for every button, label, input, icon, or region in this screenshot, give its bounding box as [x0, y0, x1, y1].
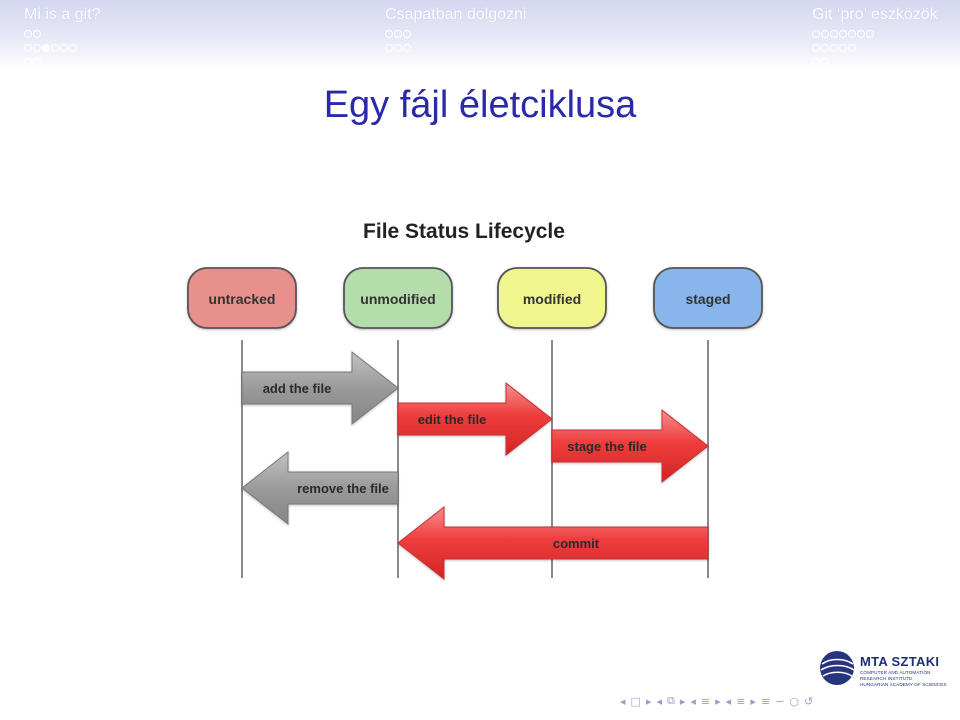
transition-label: remove the file	[297, 481, 389, 496]
progress-dot[interactable]	[24, 30, 32, 38]
progress-dot[interactable]	[403, 30, 411, 38]
logo-line-1: COMPUTER AND AUTOMATION	[860, 670, 931, 675]
state-label: staged	[685, 291, 730, 307]
nav-symbol-icon[interactable]: ◂	[656, 694, 662, 708]
progress-dot[interactable]	[848, 30, 856, 38]
transitions: add the file edit the file stage the file r…	[241, 350, 709, 581]
nav-symbol-icon[interactable]: ○	[789, 694, 799, 708]
nav-section-mi-is-a-git[interactable]: Mi is a git?	[24, 6, 101, 23]
nav-symbol-icon[interactable]: ⧉	[667, 694, 675, 707]
progress-dot[interactable]	[24, 58, 32, 66]
nav-symbol-icon[interactable]: □	[630, 694, 641, 708]
progress-dot[interactable]	[821, 30, 829, 38]
state-box	[497, 267, 607, 329]
progress-dot[interactable]	[821, 58, 829, 66]
nav-symbol-icon[interactable]: ◂	[620, 694, 626, 708]
progress-dot[interactable]	[839, 30, 847, 38]
slide-title: Egy fájl életciklusa	[323, 84, 637, 126]
progress-dot[interactable]	[60, 44, 68, 52]
nav-symbol-icon[interactable]: ≡	[700, 694, 711, 708]
progress-dot[interactable]	[69, 44, 77, 52]
state-box	[343, 267, 453, 329]
transition-arrow	[551, 408, 709, 484]
mta-sztaki-logo: MTA SZTAKI COMPUTER AND AUTOMATION RESEA…	[818, 648, 958, 692]
progress-dot[interactable]	[812, 30, 820, 38]
sztaki-globe-icon	[820, 651, 855, 685]
progress-dot-row	[24, 58, 41, 66]
transition-label: edit the file	[418, 412, 487, 427]
progress-dot[interactable]	[403, 44, 411, 52]
progress-dot[interactable]	[33, 30, 41, 38]
progress-dot[interactable]	[848, 44, 856, 52]
transition-label: commit	[553, 536, 600, 551]
nav-symbol-icon[interactable]: ▸	[715, 694, 721, 708]
nav-symbol-icon[interactable]: ↺	[804, 694, 814, 708]
logo-line-3: HUNGARIAN ACADEMY OF SCIENCES	[860, 682, 947, 687]
progress-dot-row	[24, 30, 41, 38]
progress-dot[interactable]	[42, 44, 50, 52]
progress-dot[interactable]	[812, 44, 820, 52]
progress-dot[interactable]	[33, 44, 41, 52]
progress-dot-row	[385, 44, 411, 52]
progress-dot[interactable]	[51, 44, 59, 52]
progress-dot[interactable]	[385, 30, 393, 38]
state-label: modified	[523, 291, 581, 307]
nav-symbol-icon[interactable]: ▸	[679, 694, 686, 708]
progress-dot-row	[812, 30, 874, 38]
logo-name: MTA SZTAKI	[860, 654, 940, 669]
nav-symbol-icon[interactable]: ▸	[750, 694, 756, 708]
beamer-navigation-symbols[interactable]: ◂ □ ▸ ◂ ⧉ ▸ ◂ ≡ ▸ ◂ ≡ ▸ ≡ ∽ ○ ↺	[620, 694, 813, 708]
diagram-title: File Status Lifecycle	[363, 220, 565, 243]
progress-dot[interactable]	[821, 44, 829, 52]
transition-arrow	[241, 350, 399, 426]
nav-symbol-icon[interactable]: ◂	[725, 694, 732, 708]
state-label: untracked	[209, 291, 276, 307]
headline-bar: Mi is a git? Csapatban dolgozni Git ‘pro…	[0, 0, 960, 70]
progress-dot[interactable]	[857, 30, 865, 38]
nav-symbol-icon[interactable]: ◂	[690, 694, 696, 708]
nav-symbol-icon[interactable]: ∽	[775, 694, 785, 708]
transition-label: stage the file	[567, 439, 646, 454]
nav-symbol-icon[interactable]: ≡	[736, 694, 746, 708]
progress-dot[interactable]	[33, 58, 41, 66]
progress-dot[interactable]	[394, 44, 402, 52]
state-box	[187, 267, 297, 329]
state-label: unmodified	[360, 291, 435, 307]
progress-dot[interactable]	[385, 44, 393, 52]
progress-dot[interactable]	[830, 44, 838, 52]
progress-dot[interactable]	[866, 30, 874, 38]
transition-arrow	[241, 450, 399, 526]
transition-arrow	[397, 505, 709, 581]
transition-arrow	[397, 381, 553, 457]
transition-label: add the file	[263, 381, 332, 396]
progress-dot[interactable]	[24, 44, 32, 52]
progress-dot-row	[385, 30, 411, 38]
progress-dot[interactable]	[394, 30, 402, 38]
state-box	[653, 267, 763, 329]
nav-symbol-icon[interactable]: ▸	[645, 694, 652, 708]
progress-dot-row	[812, 44, 856, 52]
progress-dot[interactable]	[830, 30, 838, 38]
nav-symbol-icon[interactable]: ≡	[760, 694, 771, 708]
progress-dot-row	[24, 44, 77, 52]
states: untracked unmodified modified staged	[187, 267, 763, 329]
progress-dot[interactable]	[839, 44, 847, 52]
logo-line-2: RESEARCH INSTITUTE	[860, 676, 913, 681]
progress-dot-row	[812, 58, 829, 66]
nav-section-csapatban-dolgozni[interactable]: Csapatban dolgozni	[385, 6, 527, 23]
nav-section-git-pro-eszkozok[interactable]: Git ‘pro’ eszközök	[812, 6, 938, 23]
progress-dot[interactable]	[812, 58, 820, 66]
